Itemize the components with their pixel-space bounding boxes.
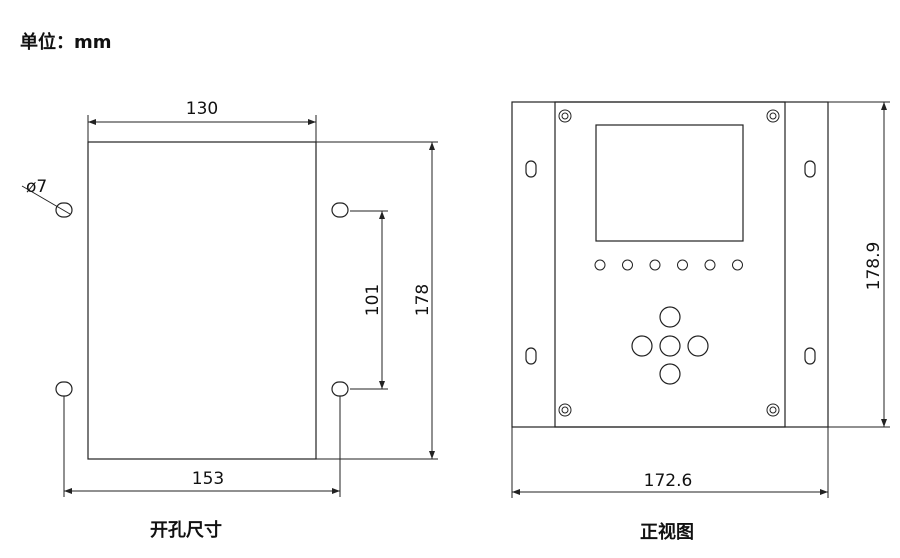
screw-icon xyxy=(558,109,572,123)
indicator-led xyxy=(704,259,716,271)
side-slot xyxy=(804,347,816,365)
screw-icon xyxy=(558,403,572,417)
dim-153-label: 153 xyxy=(192,469,224,489)
outer-frame xyxy=(511,101,829,428)
indicator-led xyxy=(677,259,688,271)
dim-101-label: 101 xyxy=(363,284,383,316)
indicator-led xyxy=(649,259,661,271)
front-view-caption: 正视图 xyxy=(640,522,694,543)
indicator-led xyxy=(594,259,606,271)
left-button xyxy=(631,335,653,357)
cutout-drawing: 130 178 101 ø7 xyxy=(21,99,438,497)
unit-label: 单位：mm xyxy=(20,32,112,53)
mounting-hole xyxy=(55,381,73,397)
screw-icon xyxy=(766,403,780,417)
indicator-led xyxy=(622,259,633,271)
cutout-caption: 开孔尺寸 xyxy=(150,520,222,541)
front-panel xyxy=(554,101,786,428)
dim-130-label: 130 xyxy=(186,99,218,119)
side-slot xyxy=(525,160,537,178)
dim-178-9-label: 178.9 xyxy=(864,242,884,291)
screw-icon xyxy=(766,109,780,123)
down-button xyxy=(659,363,681,385)
mounting-hole xyxy=(331,202,349,218)
center-button xyxy=(659,335,681,357)
cutout-rectangle xyxy=(87,141,317,460)
mounting-hole xyxy=(331,381,349,397)
up-button xyxy=(659,306,681,328)
side-slot xyxy=(804,160,816,178)
lcd-screen xyxy=(595,124,744,242)
indicator-row xyxy=(594,259,743,271)
indicator-led xyxy=(732,259,743,271)
side-slot xyxy=(525,347,537,365)
dim-172-6-label: 172.6 xyxy=(644,471,693,491)
dim-178-label: 178 xyxy=(413,284,433,316)
diameter-label: ø7 xyxy=(26,177,47,197)
mounting-hole xyxy=(55,202,73,218)
front-view-drawing: 178.9 172.6 xyxy=(511,101,890,498)
diameter-leader xyxy=(21,185,71,215)
right-button xyxy=(687,335,709,357)
